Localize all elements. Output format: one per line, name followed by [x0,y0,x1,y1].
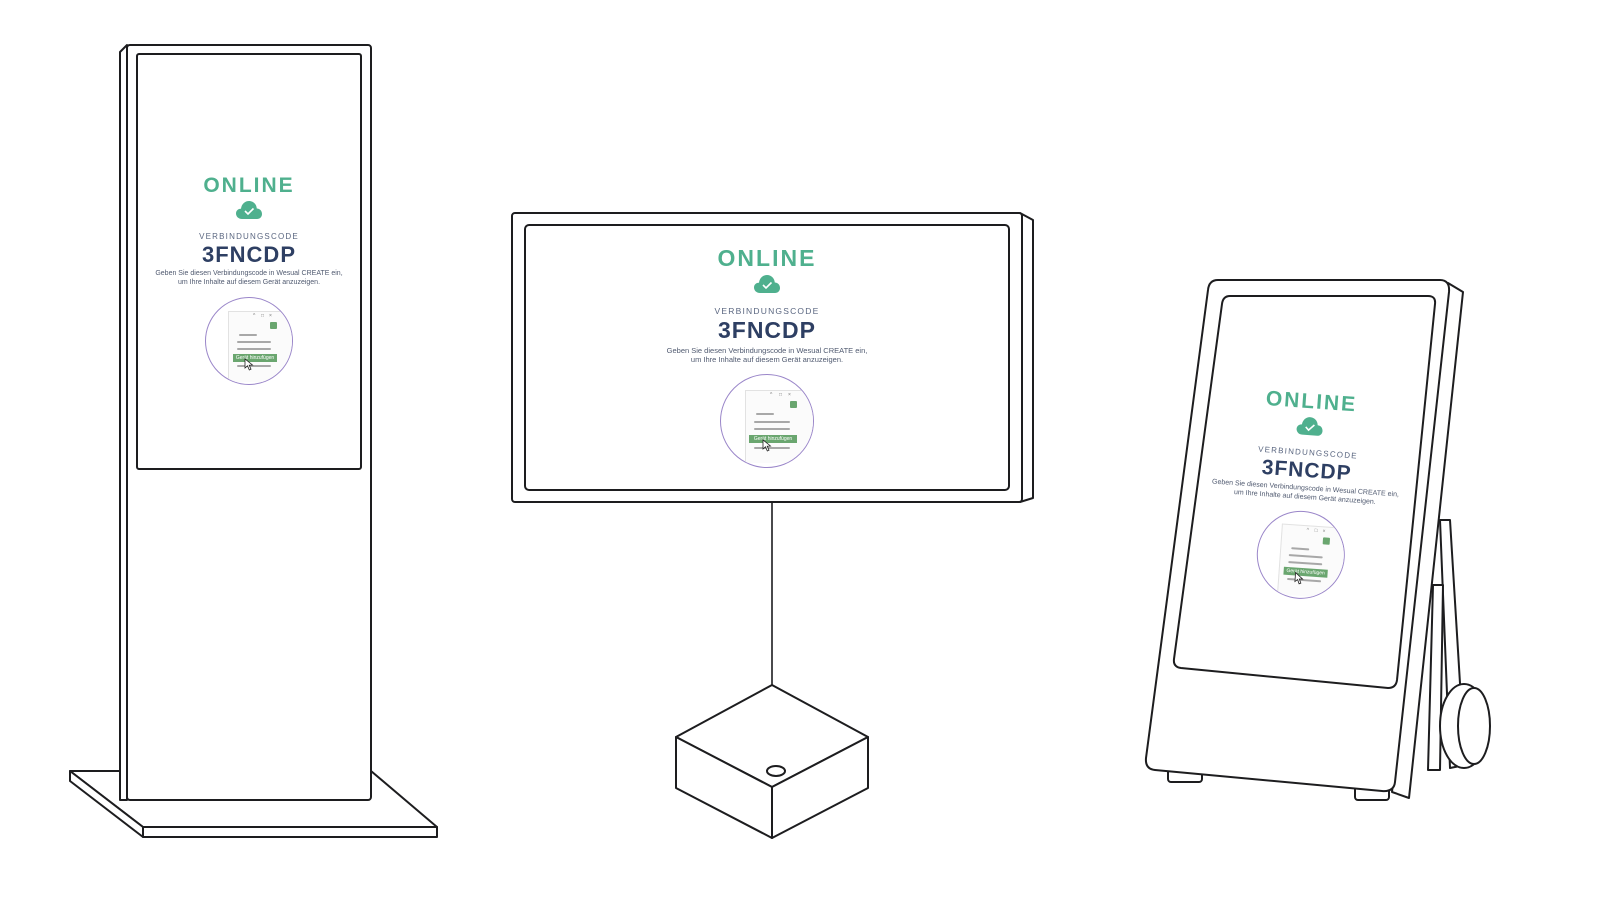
settings-icon [270,321,277,329]
connection-code: 3FNCDP [1260,455,1353,486]
monitor-screen: ONLINE VERBINDUNGSCODE 3FNCDP Geben Sie … [527,240,1007,475]
cursor-icon [244,358,254,371]
add-device-button: Gerät hinzufügen [1283,566,1328,578]
connection-code: 3FNCDP [201,242,296,268]
code-label: VERBINDUNGSCODE [714,306,820,317]
app-window: ^ □ × Gerät hinzufügen [1277,523,1348,600]
settings-icon [790,400,797,408]
add-device-button: Gerät hinzufügen [749,434,797,443]
cursor-icon [762,439,772,452]
help-illustration: ^ □ × Gerät hinzufügen [205,296,293,385]
kiosk-stele [69,44,438,838]
code-label: VERBINDUNGSCODE [199,232,299,242]
connection-code: 3FNCDP [717,316,816,343]
settings-icon [1322,537,1331,545]
status-label: ONLINE [1265,387,1358,417]
cloud-check-icon [754,275,780,294]
help-illustration: ^ □ × Gerät hinzufügen [720,373,814,468]
add-device-button: Gerät hinzufügen [233,353,277,362]
cloud-check-icon [236,201,262,220]
status-label: ONLINE [717,245,817,272]
monitor-on-stand [511,212,1034,839]
help-illustration: ^ □ × Gerät hinzufügen [1253,507,1348,602]
instruction-text: Geben Sie diesen Verbindungscode in Wesu… [155,270,343,286]
kiosk-screen: ONLINE VERBINDUNGSCODE 3FNCDP Geben Sie … [140,150,358,410]
app-window: ^ □ × Gerät hinzufügen [228,310,292,382]
cloud-check-icon [1296,417,1323,436]
instruction-text: Geben Sie diesen Verbindungscode in Wesu… [666,345,868,365]
status-label: ONLINE [203,174,295,198]
mobile-stand-screen: ONLINE VERBINDUNGSCODE 3FNCDP Geben Sie … [1182,372,1427,617]
app-window: ^ □ × Gerät hinzufügen [745,389,813,463]
cursor-icon [1294,571,1304,585]
instruction-text: Geben Sie diesen Verbindungscode in Wesu… [1211,478,1400,506]
